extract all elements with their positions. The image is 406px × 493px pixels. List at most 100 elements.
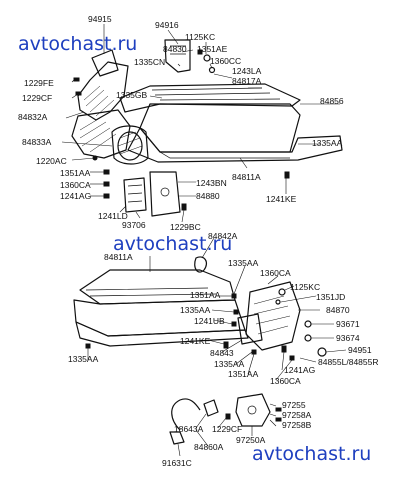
- small-parts: [169, 393, 282, 445]
- latch-97250a: [235, 393, 271, 427]
- label-1241ke-top: 1241KE: [266, 194, 297, 204]
- label-97258a: 97258A: [282, 410, 312, 420]
- lid-84880: [149, 171, 181, 217]
- label-1351jd: 1351JD: [316, 292, 345, 302]
- switch-93706-keys: [127, 184, 143, 203]
- label-1335aa-top: 1335AA: [312, 138, 343, 148]
- label-93671: 93671: [336, 319, 360, 329]
- label-84870: 84870: [326, 305, 350, 315]
- label-18643a: 18643A: [174, 424, 204, 434]
- label-84817a: 84817A: [232, 76, 262, 86]
- label-1351aa-b1: 1351AA: [190, 290, 221, 300]
- label-1125kc-bottom: 1125KC: [290, 282, 320, 292]
- lower-side-panel: [71, 109, 131, 159]
- label-1229bc: 1229BC: [170, 222, 201, 232]
- label-94915: 94915: [88, 14, 112, 24]
- label-1241ld: 1241LD: [98, 211, 128, 221]
- label-1241ag-bottom: 1241AG: [284, 365, 315, 375]
- clip-1360ca-top: [103, 181, 110, 187]
- clip-1241ag-bottom: [281, 345, 287, 353]
- housing-tray: [127, 127, 343, 163]
- leader-lines: [61, 24, 347, 457]
- latch-97250a-pivot: [247, 405, 257, 415]
- screw-97258a: [275, 407, 282, 412]
- label-84880: 84880: [196, 191, 220, 201]
- label-1351aa-b2: 1351AA: [228, 369, 259, 379]
- housing-top-panel: [119, 83, 301, 113]
- clip-1241ke-lower: [223, 341, 229, 349]
- housing-rim: [151, 87, 281, 101]
- label-91631c: 91631C: [162, 458, 192, 468]
- part-labels: 94915 94916 1125KC 84830 1351AE 1335CN 1…: [18, 14, 379, 468]
- side-duct-84832a: [77, 61, 129, 121]
- label-1360ca-b2: 1360CA: [270, 376, 301, 386]
- switch-93706: [123, 177, 147, 213]
- label-1360ca-b1: 1360CA: [260, 268, 291, 278]
- label-84855: 84855L/84855R: [318, 357, 379, 367]
- actuator-84843: [237, 313, 263, 345]
- label-84830: 84830: [163, 44, 187, 54]
- screw-1229cf-bottom: [225, 413, 231, 420]
- label-84860a: 84860A: [194, 442, 224, 452]
- label-94916: 94916: [155, 20, 179, 30]
- clip-1335aa-left: [85, 343, 91, 349]
- bracket-84830: [164, 39, 191, 73]
- lower-housing-edge: [85, 287, 217, 297]
- screw-97258b: [275, 417, 282, 422]
- label-94951: 94951: [348, 345, 372, 355]
- duct-hatch: [117, 131, 143, 155]
- lower-side-hatch: [79, 117, 117, 153]
- label-1241ub: 1241UB: [194, 316, 225, 326]
- label-1351aa-top: 1351AA: [60, 168, 91, 178]
- bracket-84870: [245, 281, 301, 351]
- cable-84860a: [171, 398, 201, 431]
- cable-84860a-end: [169, 431, 185, 445]
- clip-1335aa-mid: [233, 309, 239, 315]
- label-97258b: 97258B: [282, 420, 312, 430]
- label-1125kc-top: 1125KC: [185, 32, 215, 42]
- label-93674: 93674: [336, 333, 360, 343]
- label-84811a-top: 84811A: [232, 172, 261, 182]
- clip-1351aa-top: [103, 169, 110, 175]
- grommet-93674: [304, 334, 312, 342]
- label-1360ca-top: 1360CA: [60, 180, 91, 190]
- clip-1351jd: [275, 299, 281, 305]
- clip-1241ag-top: [103, 193, 110, 199]
- label-1335aa-b2: 1335AA: [180, 305, 211, 315]
- screw-1229fe: [73, 77, 80, 82]
- clip-1241ub: [231, 321, 237, 327]
- side-duct-hatch: [83, 85, 115, 117]
- label-1229cf-bottom: 1229CF: [212, 424, 242, 434]
- lower-assembly: [73, 256, 327, 361]
- label-1335cn: 1335CN: [134, 57, 165, 67]
- label-84811a-bottom: 84811A: [104, 252, 133, 262]
- housing-tray-edge: [159, 151, 290, 159]
- housing-front-face: [139, 103, 301, 153]
- watermark-middle: avtochast.ru: [113, 233, 232, 255]
- watermarks: avtochast.ru avtochast.ru avtochast.ru: [18, 33, 371, 465]
- lamp-94951: [317, 347, 327, 357]
- label-1335aa-b1: 1335AA: [228, 258, 259, 268]
- label-1335gb: 1335GB: [116, 90, 148, 100]
- label-84856: 84856: [320, 96, 344, 106]
- label-84832a: 84832A: [18, 112, 48, 122]
- upper-assembly: [71, 39, 343, 217]
- clip-1360ca-bottom: [289, 355, 295, 361]
- lid-84880-hole: [160, 187, 170, 197]
- label-1335aa-left: 1335AA: [68, 354, 99, 364]
- label-97255: 97255: [282, 400, 306, 410]
- watermark-top: avtochast.ru: [18, 33, 137, 55]
- label-84833a: 84833A: [22, 137, 52, 147]
- label-1229fe: 1229FE: [24, 78, 54, 88]
- label-84842a: 84842A: [208, 231, 238, 241]
- label-1335aa-b3: 1335AA: [214, 359, 245, 369]
- nut-1360cc: [208, 66, 216, 74]
- bracket-84870-hatch: [253, 295, 291, 335]
- label-1220ac: 1220AC: [36, 156, 67, 166]
- clip-1335aa-bottom: [251, 349, 257, 355]
- label-1243la: 1243LA: [232, 66, 262, 76]
- label-84843: 84843: [210, 348, 234, 358]
- duct-tube-84833a: [111, 125, 149, 165]
- label-1243bn: 1243BN: [196, 178, 227, 188]
- label-97250a: 97250A: [236, 435, 266, 445]
